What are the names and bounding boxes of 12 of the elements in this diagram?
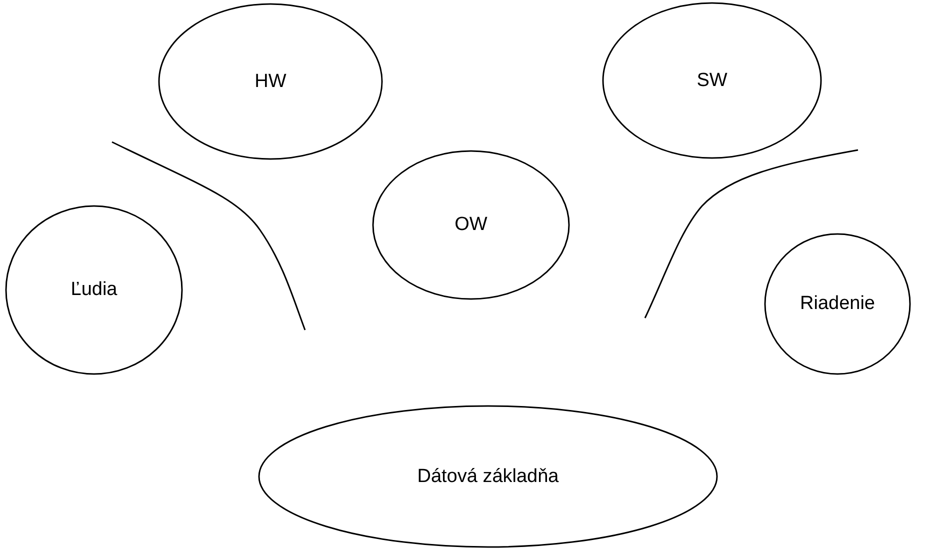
node-label: OW [454,214,488,236]
node-label: Dátová základňa [417,466,559,488]
circle-node [5,205,183,375]
ellipse-node [258,405,718,548]
node-label: HW [254,70,286,92]
circle-node [764,233,911,375]
ellipse-node [372,150,570,300]
node-label: Ľudia [70,279,118,301]
node-label: SW [696,70,728,92]
node-label: Riadenie [800,293,875,315]
ellipse-node [602,2,822,159]
ellipse-node [158,3,383,160]
